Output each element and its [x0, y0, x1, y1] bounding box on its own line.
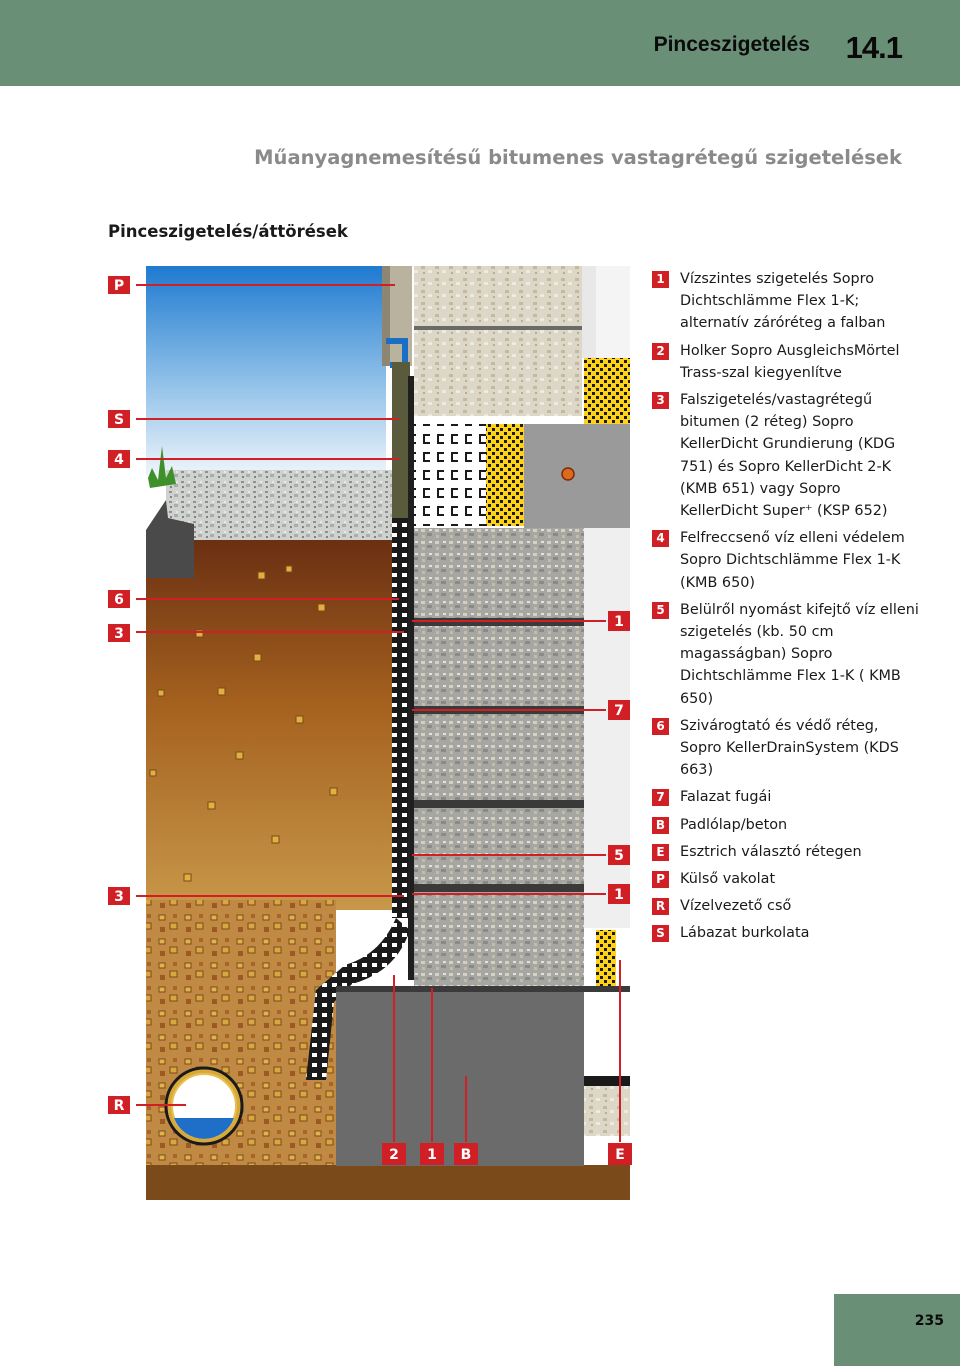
- legend-text: Padlólap/beton: [680, 816, 788, 833]
- foundation: [336, 986, 584, 1166]
- legend-key: 1: [652, 271, 669, 288]
- legend-text: Külső vakolat: [680, 871, 776, 888]
- yellow-insulation: [486, 424, 524, 526]
- callout-box-S: S: [108, 410, 130, 428]
- legend-text: Lábazat burkolata: [680, 925, 810, 942]
- callout-box-P: P: [108, 276, 130, 294]
- legend-key: P: [652, 871, 669, 889]
- legend-item: B Padlólap/beton: [652, 814, 922, 836]
- legend-text: Belülről nyomást kifejtő víz elleni szig…: [680, 601, 919, 707]
- callout-label: P: [114, 278, 124, 294]
- sky: [146, 266, 386, 476]
- chapter-title: Pinceszigetelés: [653, 33, 810, 56]
- legend-key: B: [652, 816, 669, 834]
- svg-text:3: 3: [114, 889, 124, 905]
- callout-box-R: R: [108, 1096, 130, 1114]
- drainage-membrane-curve: [306, 918, 410, 1080]
- callout-box-7: 7: [608, 700, 630, 720]
- svg-text:6: 6: [114, 592, 124, 608]
- callout-box-2: 2: [382, 1143, 406, 1165]
- plinth-layer: [392, 362, 410, 522]
- legend-key: 6: [652, 717, 669, 735]
- legend-key: 4: [652, 530, 669, 548]
- legend-key: 3: [652, 392, 669, 410]
- legend-key: E: [652, 843, 669, 861]
- flashing: [386, 338, 408, 368]
- legend-text: Vízelvezető cső: [680, 898, 792, 915]
- page-number: 235: [914, 1313, 944, 1329]
- legend-item: 6 Szivárogtató és védő réteg, Sopro Kelle…: [652, 715, 922, 782]
- callout-box-4: 4: [108, 450, 130, 468]
- main-heading: Műanyagnemesítésű bitumenes vastagrétegű…: [254, 146, 902, 169]
- legend-key: S: [652, 925, 669, 943]
- legend-item: S Lábazat burkolata: [652, 922, 922, 944]
- bitumen-layer: [408, 376, 414, 980]
- callout-lines: [136, 284, 621, 1142]
- soil-pebbles: [149, 565, 338, 882]
- svg-text:E: E: [615, 1147, 625, 1163]
- callout-box-3b: 3: [108, 887, 130, 905]
- svg-text:3: 3: [114, 626, 124, 642]
- insulation-foam: [414, 424, 486, 526]
- soil: [146, 540, 396, 910]
- grass: [148, 446, 176, 488]
- callout-box-E: E: [608, 1143, 632, 1165]
- svg-text:2: 2: [389, 1147, 399, 1163]
- legend-item: 5 Belülről nyomást kifejtő víz elleni szi…: [652, 599, 922, 710]
- callout-box-1b: 1: [608, 884, 630, 904]
- svg-text:5: 5: [614, 848, 624, 864]
- legend-text: Holker Sopro AusgleichsMörtel Trass-szal…: [680, 342, 900, 381]
- page-header: Pinceszigetelés 14.1: [0, 0, 960, 86]
- callout-box-6: 6: [108, 590, 130, 608]
- svg-text:7: 7: [614, 703, 624, 719]
- svg-text:1: 1: [614, 887, 624, 903]
- legend-key: 2: [652, 342, 669, 360]
- callout-box-B: B: [454, 1143, 478, 1165]
- legend-text: Falszigetelés/vastagrétegű bitumen (2 ré…: [680, 392, 896, 520]
- svg-text:4: 4: [114, 452, 124, 468]
- svg-text:R: R: [114, 1098, 125, 1114]
- legend-item: 7 Falazat fugái: [652, 786, 922, 808]
- masonry-wall: [414, 528, 584, 990]
- interior-plaster: [584, 528, 630, 928]
- callout-box-1a: 1: [608, 611, 630, 631]
- legend-text: Szivárogtató és védő réteg, Sopro Keller…: [680, 717, 899, 779]
- svg-text:1: 1: [427, 1147, 437, 1163]
- callout-box-1c: 1: [420, 1143, 444, 1165]
- legend-key: 7: [652, 789, 669, 807]
- legend-key: 5: [652, 601, 669, 619]
- ground-base: [146, 1165, 630, 1200]
- legend-item: E Esztrich választó rétegen: [652, 841, 922, 863]
- callout-box-3a: 3: [108, 624, 130, 642]
- legend-item: 2 Holker Sopro AusgleichsMörtel Trass-sza…: [652, 340, 922, 384]
- legend-key: R: [652, 898, 669, 916]
- chapter-number: 14.1: [845, 30, 903, 65]
- drainage-membrane: [392, 518, 410, 918]
- svg-text:1: 1: [614, 614, 624, 630]
- gravel-layer: [166, 470, 394, 546]
- legend-item: R Vízelvezető cső: [652, 895, 922, 917]
- legend-text: Falazat fugái: [680, 789, 772, 806]
- legend-item: P Külső vakolat: [652, 868, 922, 890]
- svg-text:S: S: [114, 412, 124, 428]
- page-number-box: 235: [834, 1294, 960, 1366]
- plinth-cover: [146, 500, 194, 578]
- legend-text: Esztrich választó rétegen: [680, 843, 862, 860]
- wall-upper: [414, 266, 582, 326]
- legend-text: Felfreccsenő víz elleni védelem Sopro Di…: [680, 530, 905, 591]
- legend-item: 1 Vízszintes szigetelés Sopro Dichtschläm…: [652, 268, 922, 335]
- svg-text:B: B: [461, 1147, 472, 1163]
- legend-item: 4 Felfreccsenő víz elleni védelem Sopro D…: [652, 527, 922, 594]
- callout-box-5: 5: [608, 845, 630, 865]
- section-heading: Pinceszigetelés/áttörések: [108, 222, 348, 241]
- floor-slab: [524, 424, 630, 528]
- legend-item: 3 Falszigetelés/vastagrétegű bitumen (2 r…: [652, 389, 922, 522]
- legend-text: Vízszintes szigetelés Sopro Dichtschlämm…: [680, 271, 886, 332]
- legend: 1 Vízszintes szigetelés Sopro Dichtschläm…: [652, 268, 922, 950]
